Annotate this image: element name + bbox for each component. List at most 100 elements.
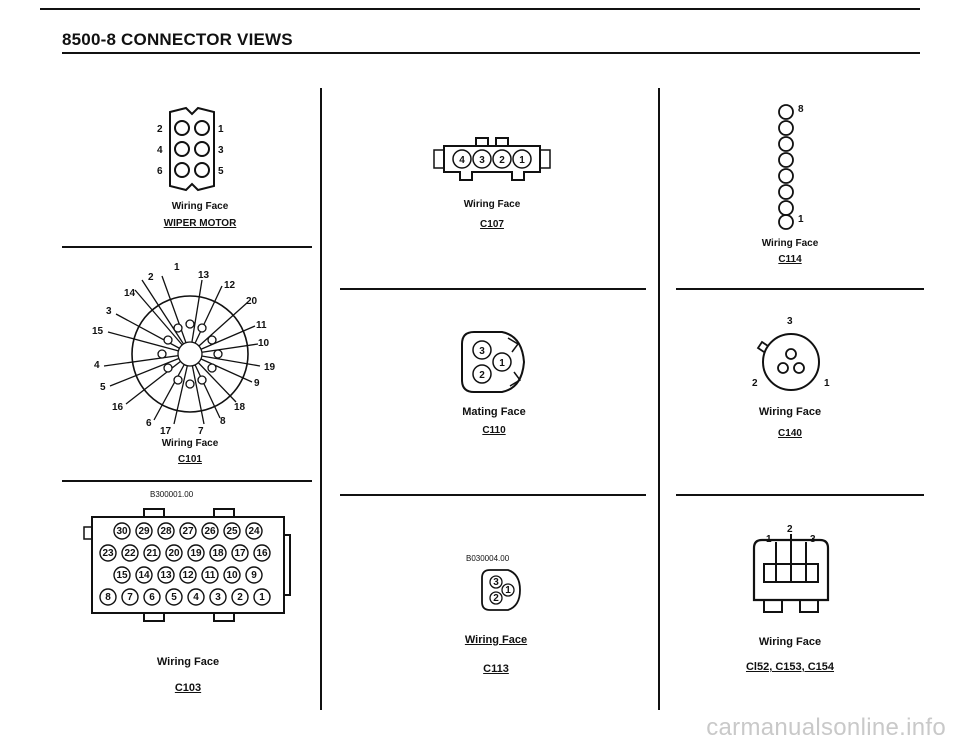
c101-pin-8: 8 (220, 416, 226, 427)
c101-pin-3: 3 (106, 306, 112, 317)
c103-pin-12: 12 (182, 570, 194, 581)
top-rule (40, 8, 920, 10)
c103-pin-30: 30 (116, 526, 128, 537)
watermark: carmanualsonline.info (706, 714, 946, 741)
c107-pin-4: 4 (459, 155, 465, 166)
c103-pin-2: 2 (237, 592, 243, 603)
c101-pin-18: 18 (234, 402, 246, 413)
wiper-pin-2: 2 (157, 124, 163, 135)
c103-pin-18: 18 (212, 548, 224, 559)
c107-connector-diagram: 4 3 2 1 (433, 137, 551, 181)
c101-connector-diagram: 1 2 13 12 14 20 3 11 15 10 19 4 9 5 18 1… (92, 262, 276, 437)
c101-pin-13: 13 (198, 270, 210, 281)
c140-connector-name: C140 (778, 428, 802, 439)
c103-pin-27: 27 (182, 526, 194, 537)
c101-pin-17: 17 (160, 426, 172, 437)
c103-pin-7: 7 (127, 592, 133, 603)
c110-pin-3: 3 (479, 346, 485, 357)
c152-face-label: Wiring Face (758, 636, 822, 648)
mid-separator-2 (340, 494, 646, 496)
right-separator-2 (676, 494, 924, 496)
c140-pin-2: 2 (752, 378, 758, 389)
c103-pin-24: 24 (248, 526, 260, 537)
c103-pin-21: 21 (146, 548, 158, 559)
c103-pin-8: 8 (105, 592, 111, 603)
c103-pin-25: 25 (226, 526, 238, 537)
c114-connector-diagram: 8 1 (778, 104, 804, 230)
c152-pin-1: 1 (766, 534, 772, 545)
c101-pin-10: 10 (258, 338, 270, 349)
c103-pin-10: 10 (226, 570, 238, 581)
c101-pin-9: 9 (254, 378, 260, 389)
c140-pin-1: 1 (824, 378, 830, 389)
c113-pin-2: 2 (493, 593, 499, 604)
c107-connector-name: C107 (480, 219, 504, 230)
c152-connector-diagram: 1 2 3 (752, 524, 830, 613)
column-divider-2 (658, 88, 660, 710)
c140-face-label: Wiring Face (758, 406, 822, 418)
wiper-pin-4: 4 (157, 145, 163, 156)
c103-pin-13: 13 (160, 570, 172, 581)
header-rule (62, 52, 920, 54)
left-separator-1 (62, 246, 312, 248)
c101-pin-4: 4 (94, 360, 100, 371)
c110-connector-diagram: 3 1 2 (461, 331, 526, 393)
left-separator-2 (62, 480, 312, 482)
c152-pin-3: 3 (810, 534, 816, 545)
c101-face-label: Wiring Face (161, 438, 219, 449)
c103-pin-9: 9 (251, 570, 257, 581)
c101-pin-12: 12 (224, 280, 236, 291)
c107-pin-2: 2 (499, 155, 505, 166)
c101-pin-11: 11 (256, 320, 267, 331)
c113-pin-1: 1 (505, 585, 511, 596)
wiper-pin-6: 6 (157, 166, 163, 177)
c114-pin-8: 8 (798, 104, 804, 115)
wiper-connector-name: WIPER MOTOR (163, 218, 237, 229)
c101-connector-name: C101 (178, 454, 202, 465)
c101-pin-14: 14 (124, 288, 136, 299)
c103-pin-22: 22 (124, 548, 136, 559)
c103-connector-name: C103 (174, 682, 202, 694)
c107-pin-3: 3 (479, 155, 485, 166)
right-separator-1 (676, 288, 924, 290)
c101-pin-5: 5 (100, 382, 106, 393)
c103-pin-5: 5 (171, 592, 177, 603)
c114-face-label: Wiring Face (761, 238, 819, 249)
c152-pin-2: 2 (787, 524, 793, 535)
c103-pin-19: 19 (190, 548, 202, 559)
c101-pin-6: 6 (146, 418, 152, 429)
c110-connector-name: C110 (482, 425, 506, 436)
c101-pin-15: 15 (92, 326, 104, 337)
c110-pin-2: 2 (479, 370, 485, 381)
c101-pin-7: 7 (198, 426, 204, 437)
c103-reference: B300001.00 (150, 490, 194, 499)
wiper-pin-5: 5 (218, 166, 224, 177)
c101-pin-20: 20 (246, 296, 258, 307)
c101-pin-2: 2 (148, 272, 154, 283)
wiper-pin-1: 1 (218, 124, 224, 135)
c114-pin-1: 1 (798, 214, 804, 225)
c107-face-label: Wiring Face (463, 199, 521, 210)
c113-face-label: Wiring Face (464, 634, 528, 646)
c103-pin-14: 14 (138, 570, 150, 581)
c107-pin-1: 1 (519, 155, 525, 166)
c103-pin-20: 20 (168, 548, 180, 559)
c140-pin-3: 3 (787, 316, 793, 327)
c103-face-label: Wiring Face (156, 656, 220, 668)
c103-pin-17: 17 (234, 548, 246, 559)
page-title: 8500-8 CONNECTOR VIEWS (62, 30, 293, 49)
c103-pin-28: 28 (160, 526, 172, 537)
c110-face-label: Mating Face (462, 406, 526, 418)
c113-reference: B030004.00 (466, 554, 510, 563)
c113-connector-diagram: 3 1 2 (481, 569, 521, 611)
c103-pin-29: 29 (138, 526, 150, 537)
wiper-pin-3: 3 (218, 145, 224, 156)
c103-pin-4: 4 (193, 592, 199, 603)
wiper-face-label: Wiring Face (171, 201, 229, 212)
c103-pin-15: 15 (116, 570, 128, 581)
c110-pin-1: 1 (499, 358, 505, 369)
c103-pin-11: 11 (205, 570, 216, 581)
c152-connector-name: Cl52, C153, C154 (745, 661, 835, 673)
c101-pin-16: 16 (112, 402, 124, 413)
c103-pin-3: 3 (215, 592, 221, 603)
